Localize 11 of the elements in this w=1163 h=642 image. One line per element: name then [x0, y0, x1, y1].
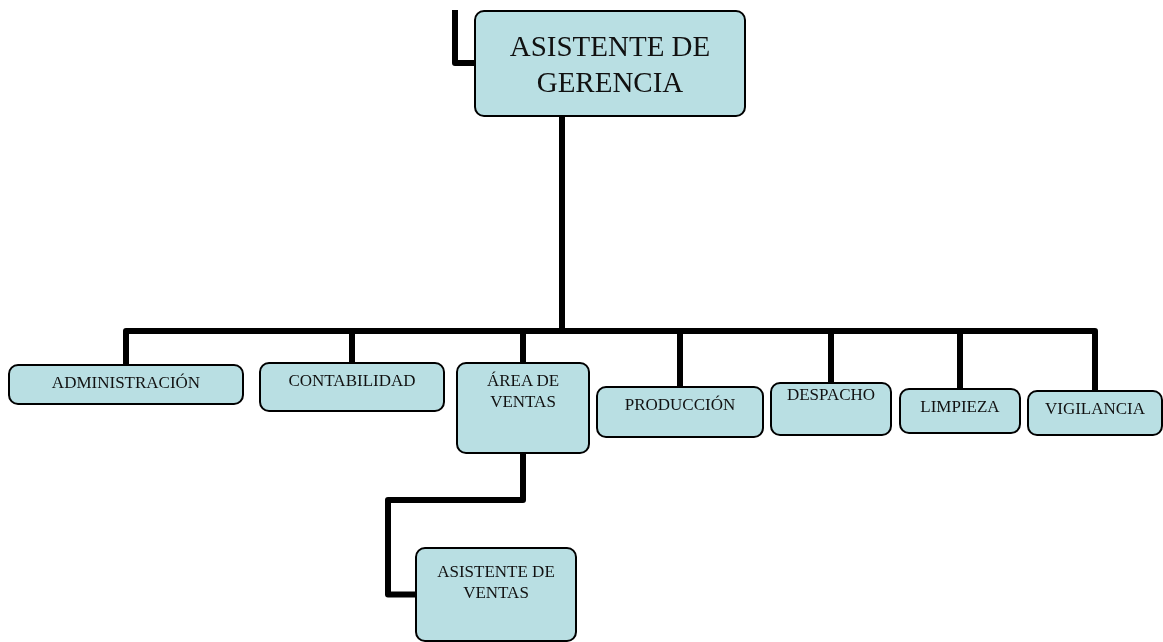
org-unit-box: LIMPIEZA — [899, 388, 1021, 434]
org-unit-box: ADMINISTRACIÓN — [8, 364, 244, 405]
org-unit-box: ASISTENTE DE VENTAS — [415, 547, 577, 642]
org-unit-box: DESPACHO — [770, 382, 892, 436]
org-unit-box: PRODUCCIÓN — [596, 386, 764, 438]
org-unit-box: ASISTENTE DE GERENCIA — [474, 10, 746, 117]
org-unit-box: CONTABILIDAD — [259, 362, 445, 412]
connector-line — [385, 454, 526, 598]
org-unit-box: VIGILANCIA — [1027, 390, 1163, 436]
connector-line — [452, 10, 474, 66]
org-unit-box: ÁREA DE VENTAS — [456, 362, 590, 454]
